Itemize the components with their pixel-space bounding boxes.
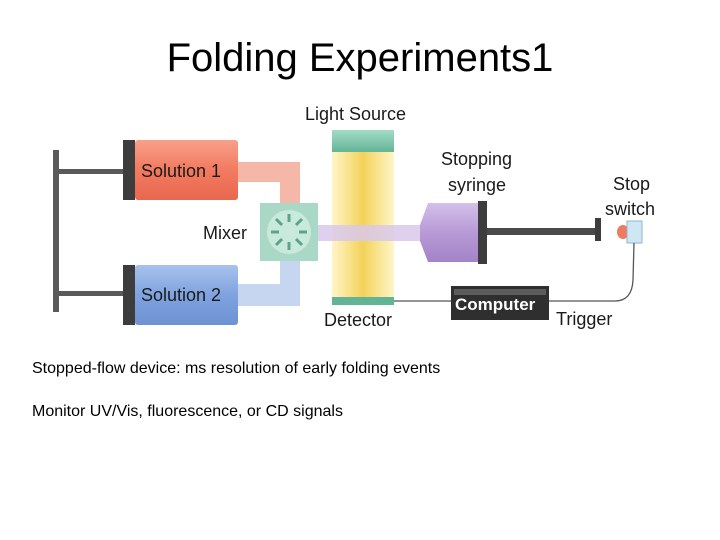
stop-label-line1: Stop xyxy=(613,174,650,194)
light-source-label: Light Source xyxy=(305,104,406,124)
stopping-label-line1: Stopping xyxy=(441,149,512,169)
syringe-rack xyxy=(53,150,127,312)
computer-label: Computer xyxy=(455,295,536,314)
observation-tube xyxy=(300,225,420,241)
mixer-block xyxy=(260,203,318,261)
detector-bar xyxy=(332,297,394,305)
solution1-label: Solution 1 xyxy=(141,161,221,181)
bullet-stopped-flow: Stopped-flow device: ms resolution of ea… xyxy=(32,360,441,377)
stop-label-line2: switch xyxy=(605,199,655,219)
solution2-label: Solution 2 xyxy=(141,285,221,305)
solution2-syringe xyxy=(123,265,238,325)
signal-cables xyxy=(394,242,635,302)
stopping-label-line2: syringe xyxy=(448,175,506,195)
light-beam xyxy=(332,150,394,298)
detector-label: Detector xyxy=(324,310,392,330)
bullet-monitor-signals: Monitor UV/Vis, fluorescence, or CD sign… xyxy=(32,403,343,420)
trigger-label: Trigger xyxy=(556,309,612,329)
slide-title: Folding Experiments1 xyxy=(166,36,554,80)
stop-switch xyxy=(617,220,643,244)
mixer-label: Mixer xyxy=(203,223,247,243)
stopped-flow-diagram: Solution 1 Solution 2 Mixer Light Source… xyxy=(53,104,655,330)
solution1-syringe xyxy=(123,140,238,200)
computer-box xyxy=(451,286,549,320)
light-source-bar xyxy=(332,130,394,152)
stopping-syringe xyxy=(420,201,601,264)
